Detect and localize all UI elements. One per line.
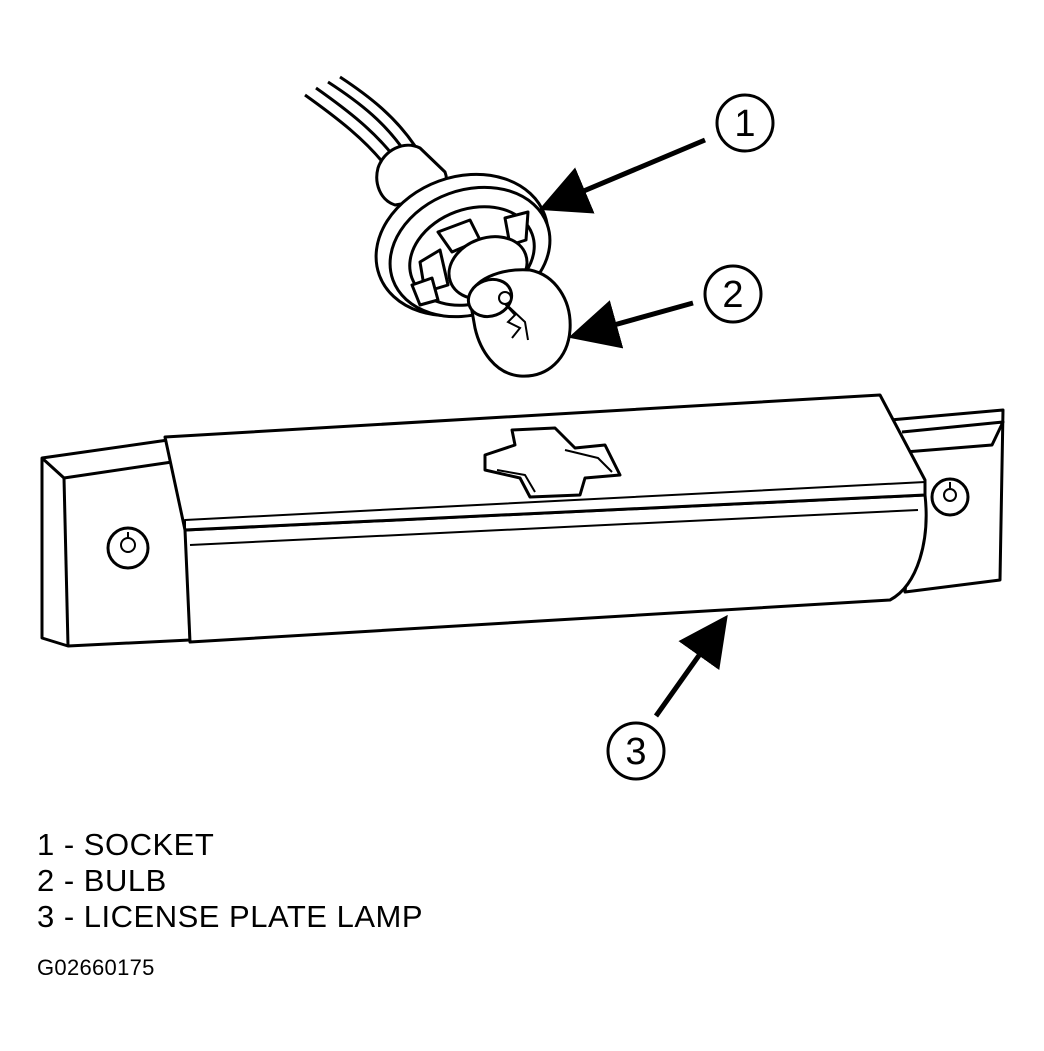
socket-tab [503,210,530,247]
callout-2: 2 [568,264,763,349]
callout-1-circle [715,93,775,153]
license-plate-lamp-diagram: 1 2 3 [40,75,1005,781]
legend-item-bulb: 2 - BULB [37,863,167,898]
figure-code: G02660175 [37,955,155,980]
callout-2-leader [568,300,694,349]
callout-3-circle [606,721,666,781]
callout-3-number: 3 [625,731,646,773]
legend-item-socket: 1 - SOCKET [37,827,215,862]
parts-legend: 1 - SOCKET 2 - BULB 3 - LICENSE PLATE LA… [37,827,423,935]
bulb-opening [483,426,622,499]
callout-3: 3 [606,614,728,781]
lamp-housing-front [183,493,928,644]
callout-1-leader [538,137,706,214]
license-plate-lamp [40,393,1005,648]
legend-item-license-plate-lamp: 3 - LICENSE PLATE LAMP [37,899,423,934]
right-mounting-hole [930,477,970,517]
callout-1-number: 1 [734,103,755,145]
callout-2-circle [703,264,763,324]
callout-2-number: 2 [722,274,743,316]
socket-wires [304,75,417,166]
bulb-filament [498,291,529,341]
callout-3-leader [653,614,728,718]
bulb [466,268,572,378]
callout-1: 1 [538,93,775,214]
left-mounting-hole [106,526,150,570]
